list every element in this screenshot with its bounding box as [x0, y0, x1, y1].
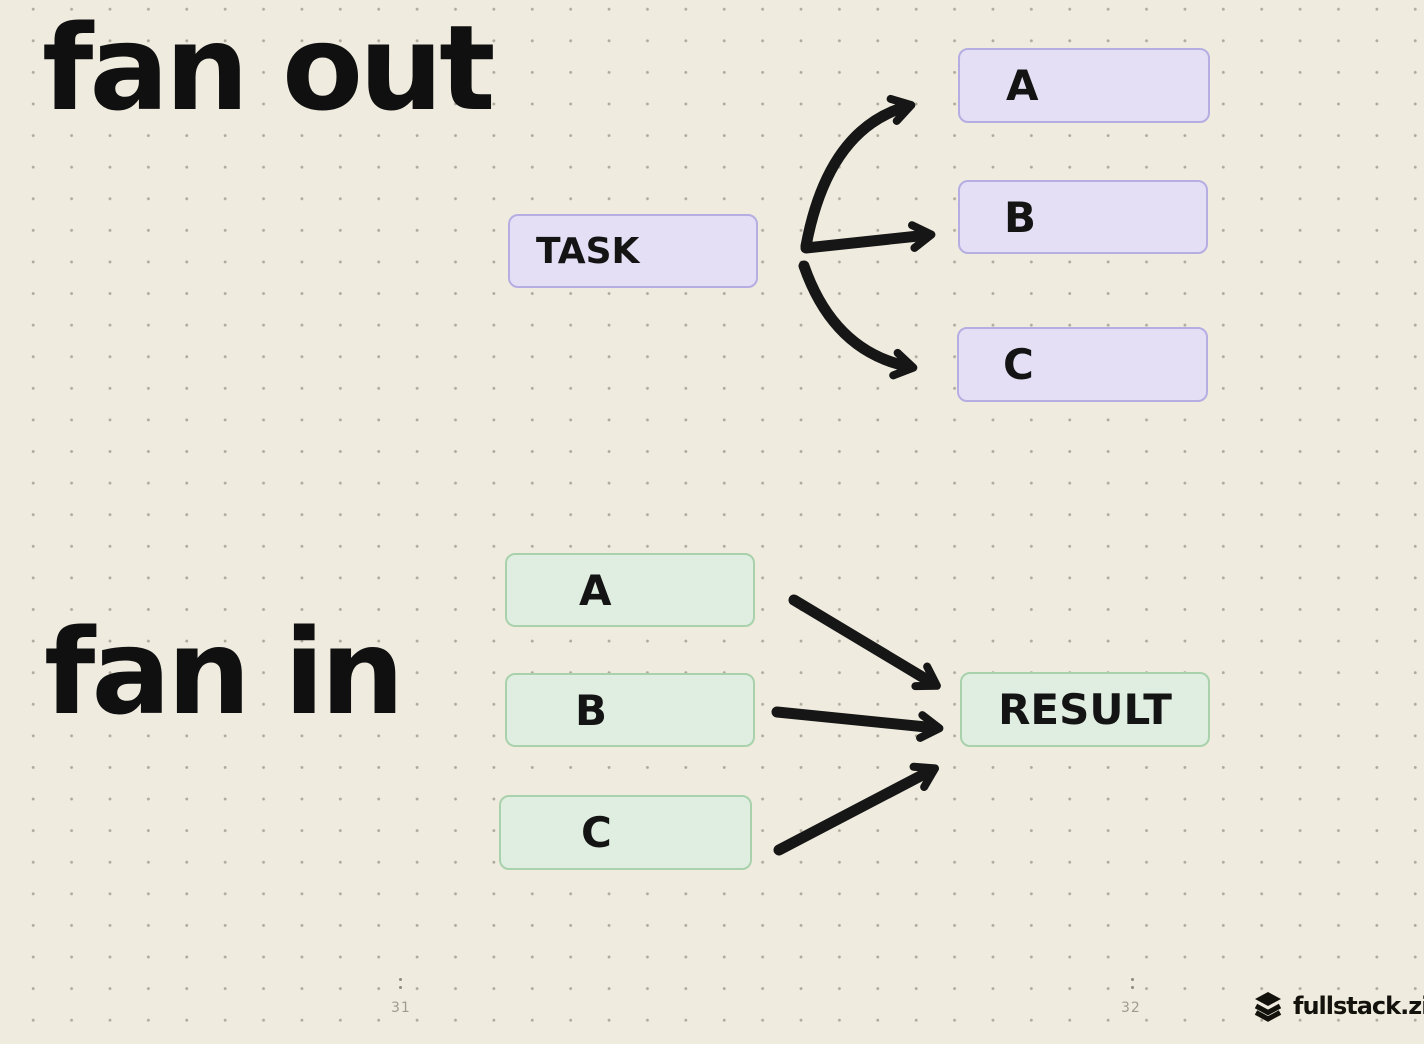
fan-in-arrow-from-b — [771, 706, 944, 742]
fan-in-source-node-a: A — [505, 553, 755, 627]
fan-out-target-node-b: B — [958, 180, 1208, 254]
fan-out-target-node-c: C — [957, 327, 1208, 402]
page-number-left: 31 — [391, 1000, 411, 1016]
page-divider-dots-left — [399, 978, 402, 989]
page-number-right: 32 — [1121, 1000, 1141, 1016]
fan-out-target-label-a: A — [1006, 61, 1039, 110]
fan-out-target-node-a: A — [958, 48, 1210, 123]
fan-in-source-label-b: B — [575, 685, 608, 735]
fan-out-arrow-to-c — [798, 260, 918, 380]
layers-icon — [1254, 992, 1282, 1022]
result-node: RESULT — [960, 672, 1210, 747]
fan-in-source-label-c: C — [581, 808, 612, 857]
result-node-label: RESULT — [998, 685, 1172, 734]
brand-logo: fullstack.zip — [1252, 990, 1424, 1022]
page-divider-dots-right — [1131, 978, 1134, 989]
fan-out-arrow-to-a — [800, 94, 916, 252]
task-node-label: TASK — [536, 230, 640, 272]
brand-name: fullstack.zip — [1293, 992, 1424, 1020]
fan-out-target-label-c: C — [1003, 340, 1034, 389]
fan-in-source-node-b: B — [505, 673, 755, 747]
fan-out-arrow-to-b — [800, 221, 936, 254]
fan-in-arrow-from-a — [788, 594, 941, 691]
fan-out-title: fan out — [42, 0, 496, 137]
fan-in-source-node-c: C — [499, 795, 752, 870]
fan-in-source-label-a: A — [579, 565, 612, 615]
task-node: TASK — [508, 214, 758, 288]
fan-in-title: fan in — [44, 603, 405, 741]
fan-out-target-label-b: B — [1004, 192, 1037, 242]
fan-in-arrow-from-c — [773, 762, 940, 856]
